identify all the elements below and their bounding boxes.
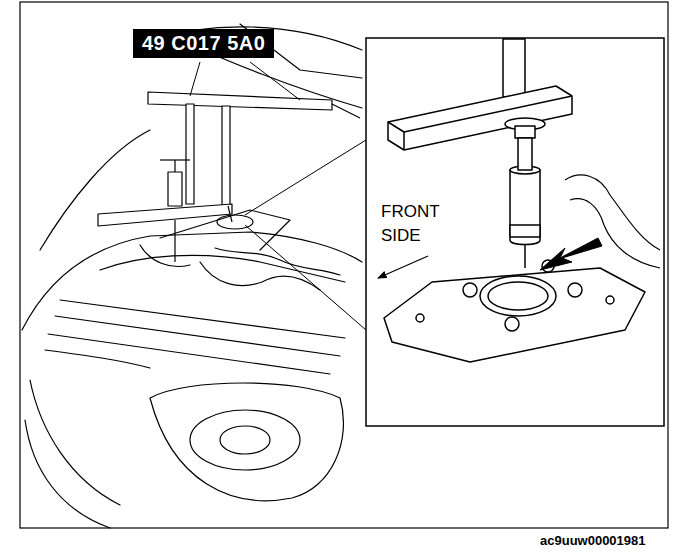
hose xyxy=(140,245,190,266)
headlight-lens xyxy=(190,410,300,470)
grille-bar xyxy=(60,300,345,338)
cylinder-ring xyxy=(510,225,540,237)
leader-line xyxy=(190,62,200,96)
inset xyxy=(366,38,664,426)
tool-rod xyxy=(524,244,526,268)
mount-hole xyxy=(488,282,548,310)
finger xyxy=(565,175,660,250)
nut xyxy=(463,283,477,297)
headlight xyxy=(150,383,343,501)
bumper-line xyxy=(30,380,120,505)
nut xyxy=(505,317,519,331)
nut xyxy=(568,283,582,297)
lower-bar xyxy=(98,204,232,226)
leader-lines xyxy=(190,62,366,330)
hole xyxy=(416,314,424,322)
tool-post xyxy=(186,104,194,204)
screw xyxy=(518,138,532,170)
tool-number-box: 49 C017 5A0 xyxy=(133,29,274,58)
upper-bar xyxy=(148,92,332,110)
leader-line xyxy=(250,62,300,100)
leader-line xyxy=(245,140,366,215)
hood-edge xyxy=(22,232,362,330)
tool-pipe xyxy=(503,39,525,97)
leader-line xyxy=(245,225,366,330)
screw xyxy=(174,160,175,172)
fender xyxy=(40,130,150,250)
bumper xyxy=(25,420,110,528)
special-tool xyxy=(98,92,360,262)
grille-bar xyxy=(55,316,340,356)
knob-neck xyxy=(515,126,535,138)
tool-cylinder xyxy=(510,170,540,245)
engine-part xyxy=(215,248,340,275)
frame xyxy=(20,2,668,528)
direction-arrow xyxy=(378,256,428,278)
finger xyxy=(570,199,660,268)
tool-arm xyxy=(388,86,572,150)
inset-frame xyxy=(366,38,664,426)
pointer-arrow xyxy=(540,238,602,270)
tool-arm xyxy=(332,104,360,118)
tool-number: 49 C017 5A0 xyxy=(142,32,265,55)
screw-tip xyxy=(228,206,232,222)
hose xyxy=(200,262,320,290)
headlight-bulb xyxy=(220,426,270,454)
tool-post xyxy=(222,106,230,206)
hand xyxy=(565,175,660,268)
car-body xyxy=(22,24,362,528)
grille-bar xyxy=(48,334,330,374)
arm-edge xyxy=(388,122,404,132)
arm-edge xyxy=(404,96,572,132)
grille-bar xyxy=(45,350,150,368)
arm-edge xyxy=(403,132,405,150)
hole xyxy=(606,296,614,304)
screw xyxy=(174,220,175,262)
mount-plate xyxy=(384,268,645,362)
tool-block xyxy=(168,172,182,206)
figure-code: ac9uuw00001981 xyxy=(540,533,646,548)
direction-label: FRONT SIDE xyxy=(381,200,447,248)
mount-ring xyxy=(480,276,556,316)
